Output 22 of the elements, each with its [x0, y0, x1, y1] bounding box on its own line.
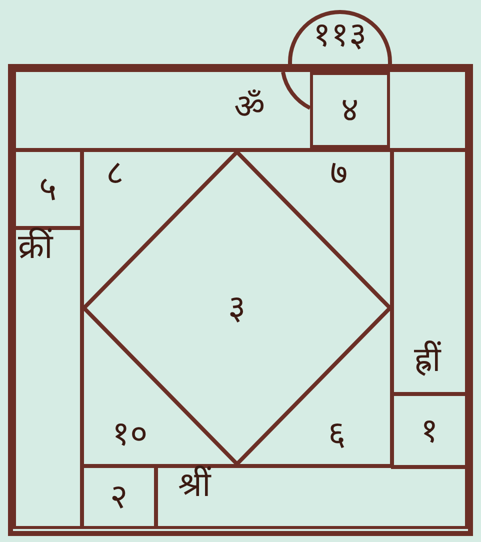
corner-number: ७ — [330, 153, 348, 193]
square-cell — [13, 149, 83, 229]
yantra-text: ४ — [341, 93, 359, 127]
band-cell — [391, 149, 468, 395]
corner-number: १० — [112, 414, 148, 454]
band-cell — [13, 69, 468, 151]
corner-number: ६ — [328, 414, 346, 454]
yantra-text: ११३ — [313, 15, 367, 55]
yantra-text: क्रीं — [18, 227, 53, 267]
frame-border — [8, 64, 473, 536]
yantra-text: श्रीं — [178, 465, 211, 505]
square-cell — [81, 465, 157, 529]
yantra-text: २ — [110, 480, 128, 514]
square-cell — [310, 72, 390, 148]
yantra-text: ३ — [228, 291, 246, 325]
yantra-text: ह्रीं — [414, 340, 441, 380]
band-cell — [155, 465, 468, 529]
yantra-text: १ — [420, 414, 438, 448]
yantra-text: ५ — [39, 172, 57, 206]
square-cell — [391, 393, 468, 469]
yantra-text: ॐ — [234, 87, 265, 127]
corner-number: ८ — [106, 153, 124, 193]
